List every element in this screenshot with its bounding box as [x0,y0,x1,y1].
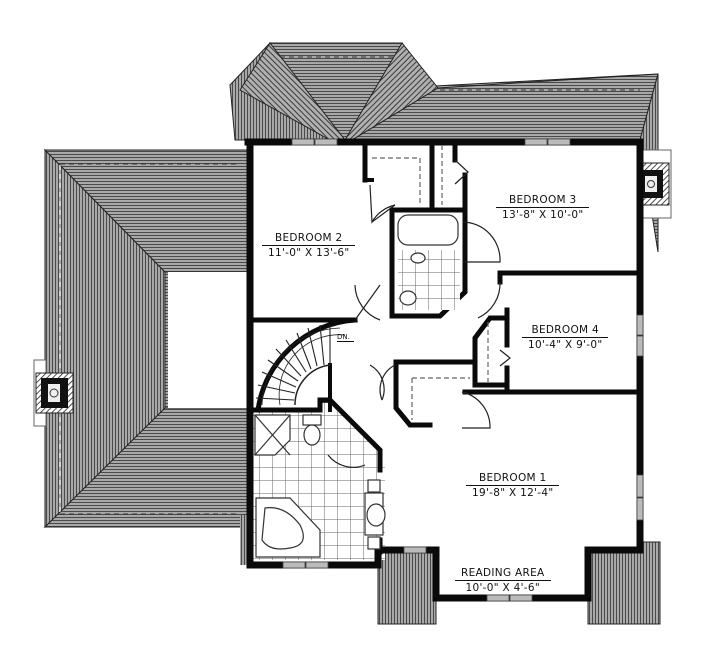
roof-top-wing [229,42,659,253]
master-bath-fixtures [254,414,386,558]
room-dimensions: 10'-0" X 4'-6" [455,580,551,595]
chimney-right [640,149,672,219]
room-name: BEDROOM 1 [478,472,547,484]
room-name: BEDROOM 2 [274,232,343,244]
room-name: BEDROOM 3 [508,194,577,206]
room-label-bedroom-3: BEDROOM 3 13'-8" X 10'-0" [496,194,590,222]
room-dimensions: 13'-8" X 10'-0" [496,207,590,222]
windows [282,138,644,602]
stair-down-label: DN. [337,333,354,342]
room-label-bedroom-2: BEDROOM 2 11'-0" X 13'-6" [262,232,356,260]
chimney-left [33,359,74,427]
room-label-bedroom-1: BEDROOM 1 19'-8" X 12'-4" [466,472,560,500]
spiral-staircase [255,324,346,406]
room-label-bedroom-4: BEDROOM 4 10'-4" X 9'-0" [522,324,609,352]
room-dimensions: 19'-8" X 12'-4" [466,485,560,500]
room-dimensions: 10'-4" X 9'-0" [522,337,609,352]
bath2-fixtures [397,214,460,310]
room-dimensions: 11'-0" X 13'-6" [262,245,356,260]
room-name: BEDROOM 4 [531,324,599,336]
roof-left-wing [43,148,249,529]
room-name: READING AREA [461,567,545,579]
room-label-reading-area: READING AREA 10'-0" X 4'-6" [455,567,551,595]
closet-shelves [372,145,489,420]
roof-bottom [240,515,661,625]
doors [327,159,511,468]
